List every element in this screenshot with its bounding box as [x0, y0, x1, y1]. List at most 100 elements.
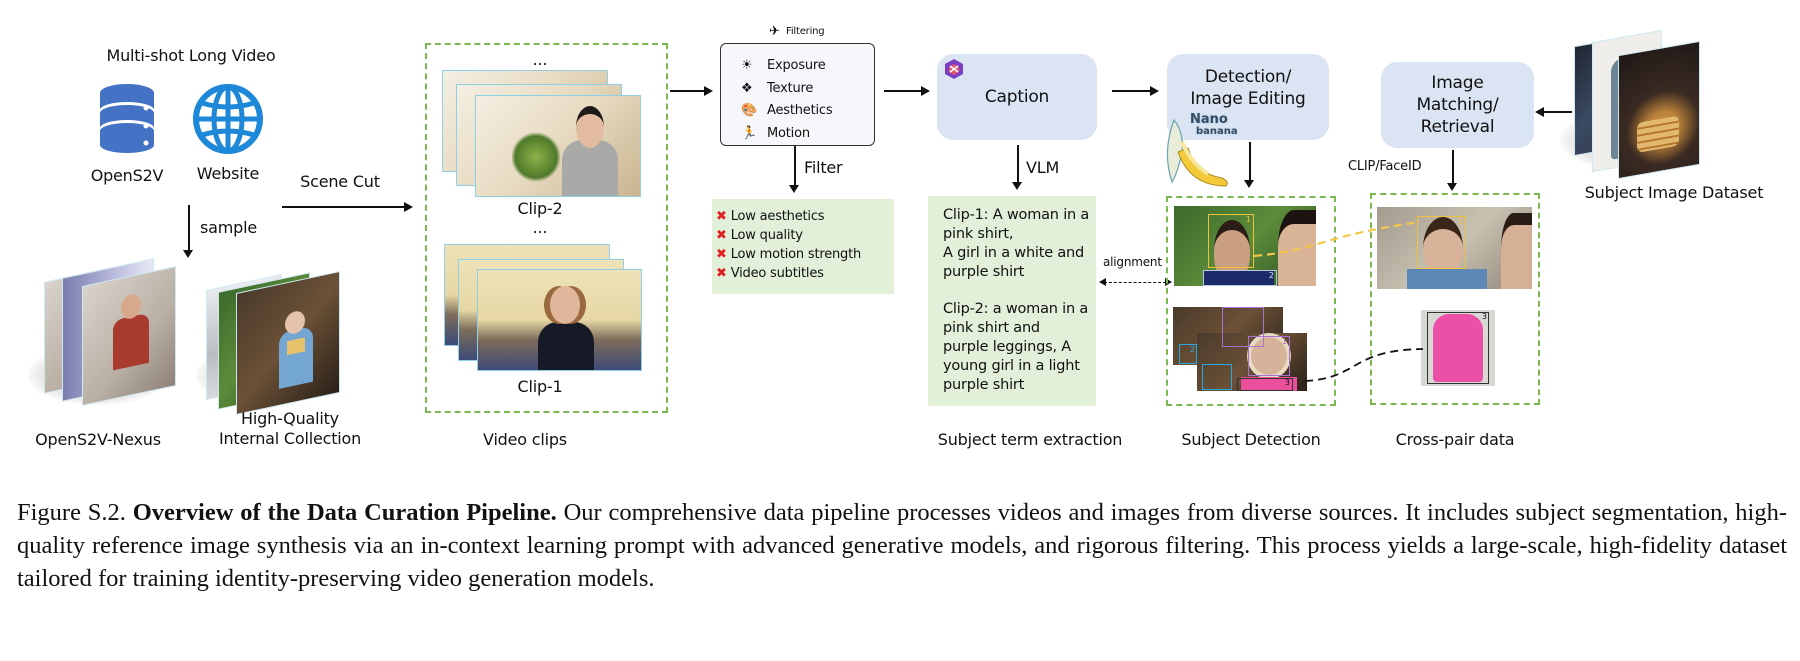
clip-faceid-label: CLIP/FaceID — [1348, 159, 1422, 174]
sample-label: sample — [200, 218, 257, 237]
bbox-number: 2 — [1189, 345, 1195, 354]
arrow-to-filtering — [670, 90, 706, 92]
sources-title: Multi-shot Long Video — [106, 46, 276, 65]
alignment-arrow — [1104, 282, 1166, 283]
rejection-item-label: Low motion strength — [730, 247, 862, 262]
video-clips-section-label: Video clips — [483, 430, 567, 449]
nano-banana-badge: Nano banana — [1190, 113, 1238, 138]
detection-arrow — [1249, 142, 1251, 182]
bbox-face-2b: 1 — [1248, 336, 1290, 376]
clip1-frame-front — [477, 269, 642, 371]
collection-label-internal: High-Quality Internal Collection — [200, 409, 380, 449]
reject-x-icon: ✖ — [716, 247, 727, 262]
filter-criterion: 🏃Motion — [741, 122, 832, 145]
clip2-text-line: purple shirt — [943, 377, 1025, 393]
rejection-list: ✖Low aesthetics ✖Low quality ✖Low motion… — [712, 199, 894, 294]
collection-label-internal-line1: High-Quality — [241, 409, 339, 428]
cross-pair-section-label: Cross-pair data — [1395, 430, 1515, 449]
matching-box-line3: Retrieval — [1420, 117, 1495, 137]
source-label-website: Website — [196, 164, 260, 183]
scene-cut-arrow — [282, 206, 406, 208]
collection-label-internal-line2: Internal Collection — [218, 429, 362, 448]
palette-icon: 🎨 — [741, 103, 758, 118]
rejection-item-label: Video subtitles — [730, 266, 824, 281]
matching-box-line2: Matching/ — [1416, 95, 1499, 115]
filter-criterion: ❖ Texture — [741, 77, 832, 100]
bbox-number: 2 — [1268, 271, 1274, 280]
figure-caption-body: Our comprehensive data pipeline processe… — [17, 499, 1788, 592]
arrow-to-detection — [1112, 90, 1152, 92]
bbox-number: 1 — [1245, 215, 1251, 224]
reject-x-icon: ✖ — [716, 228, 727, 243]
arrow-head — [1244, 180, 1254, 188]
detection-box-line2: Image Editing — [1190, 89, 1306, 109]
sample-arrow — [188, 205, 190, 255]
bbox-number: 3 — [1481, 312, 1487, 321]
rejection-item: ✖Video subtitles — [716, 264, 861, 283]
bbox-object-b — [1202, 364, 1232, 390]
vlm-logo-icon — [943, 58, 965, 80]
vlm-arrow-label: VLM — [1026, 158, 1060, 177]
clip2-text-line: young girl in a light — [943, 358, 1080, 374]
clip-faceid-arrow — [1452, 150, 1454, 186]
filter-criterion: 🎨 Aesthetics — [741, 99, 833, 122]
arrow-to-caption — [884, 90, 923, 92]
texture-icon: ❖ — [741, 80, 753, 96]
sample-arrow-head — [183, 250, 193, 258]
detection-box-line1: Detection/ — [1204, 67, 1292, 87]
banana-icon — [1160, 112, 1235, 192]
filter-funnel-icon: ✈ — [769, 24, 780, 39]
subject-image-dataset-label: Subject Image Dataset — [1584, 183, 1764, 202]
bbox-face-2a — [1222, 307, 1264, 347]
rejection-item: ✖Low motion strength — [716, 245, 861, 264]
arrow-head — [1150, 86, 1159, 96]
arrow-head — [1535, 107, 1544, 117]
clip2-text-line: Clip-2: a woman in a — [943, 301, 1089, 317]
arrow-from-dataset — [1542, 111, 1572, 113]
reject-x-icon: ✖ — [716, 266, 727, 281]
filtering-header: Filtering — [786, 26, 825, 37]
bbox-number: 1 — [1457, 217, 1463, 226]
filter-criterion-label: Aesthetics — [767, 103, 833, 118]
clip1-label: Clip-1 — [517, 377, 563, 396]
source-label-opens2v: OpenS2V — [90, 166, 164, 185]
subject-term-section-label: Subject term extraction — [937, 430, 1123, 449]
arrow-head — [704, 86, 713, 96]
clip1-text-line: A girl in a white and — [943, 245, 1085, 261]
detection-image-2-front — [1197, 333, 1307, 391]
database-icon — [98, 83, 156, 155]
bbox-number: 1 — [1281, 337, 1287, 346]
arrow-head — [1099, 278, 1106, 286]
caption-box-label: Caption — [984, 87, 1050, 107]
clip1-text-line: Clip-1: A woman in a — [943, 207, 1090, 223]
caption-box: Caption — [937, 54, 1097, 140]
filter-criterion-label: Exposure — [767, 58, 826, 73]
clip2-label: Clip-2 — [517, 199, 563, 218]
nano-badge-line2: banana — [1196, 126, 1238, 137]
matching-box-line1: Image — [1431, 73, 1484, 93]
rejection-item: ✖Low aesthetics — [716, 207, 861, 226]
clip-ellipsis-mid: ... — [532, 218, 548, 237]
rejection-item-label: Low quality — [730, 228, 803, 243]
alignment-label: alignment — [1103, 255, 1162, 269]
clip1-text-line: purple shirt — [943, 264, 1025, 280]
scene-cut-label: Scene Cut — [300, 172, 380, 191]
cross-pair-container — [1370, 193, 1540, 405]
filter-criterion-label: Texture — [767, 80, 814, 96]
clip2-frame-front — [475, 95, 641, 197]
subject-detection-container — [1166, 196, 1336, 406]
subject-detection-section-label: Subject Detection — [1181, 430, 1321, 449]
collection-label-nexus: OpenS2V-Nexus — [35, 430, 161, 449]
arrow-head — [1165, 278, 1172, 286]
clip1-text-line: pink shirt, — [943, 226, 1014, 242]
filter-criterion: ☀Exposure — [741, 54, 832, 77]
bbox-object-a: 2 — [1179, 344, 1197, 364]
arrow-head — [789, 185, 799, 193]
bbox-number: 3 — [1284, 378, 1290, 387]
bbox-shirt-2: 3 — [1237, 378, 1293, 391]
globe-icon — [192, 83, 264, 155]
video-clips-container — [425, 43, 668, 413]
arrow-head — [1012, 182, 1022, 190]
face-match-connector — [1253, 220, 1421, 258]
